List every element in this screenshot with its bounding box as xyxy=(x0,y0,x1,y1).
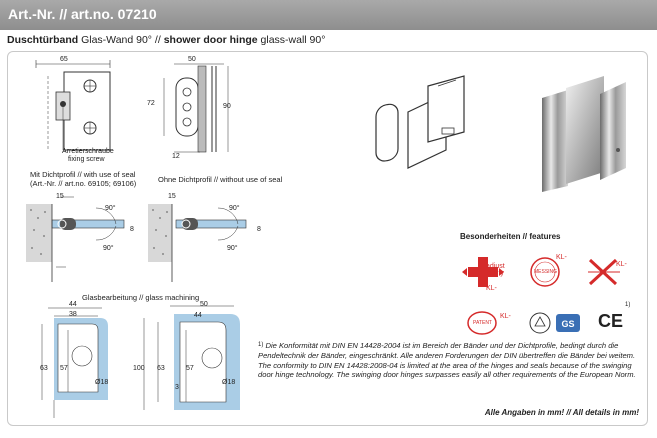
ce-footnote-marker: 1) xyxy=(625,302,631,308)
article-number-title: Art.-Nr. // art.no. 07210 xyxy=(8,6,157,22)
subtitle-bold-en: shower door hinge xyxy=(163,34,258,46)
note-english: The conformity to DIN EN 14428:2008-04 i… xyxy=(258,360,636,380)
without-seal-label: Ohne Dichtprofil // without use of seal xyxy=(158,175,283,184)
dim-44-b: 44 xyxy=(194,312,202,319)
ce-mark: CE xyxy=(598,311,624,331)
dim-18-a: Ø18 xyxy=(95,379,109,386)
dim-100: 100 xyxy=(133,365,145,372)
dim-57-b: 57 xyxy=(186,365,194,372)
product-subtitle: Duschtürband Glas-Wand 90° // shower doo… xyxy=(7,34,325,46)
hinge-isometric-drawing xyxy=(375,75,465,169)
dim-72: 72 xyxy=(147,100,155,107)
adjust-text: adjust ability xyxy=(486,263,505,277)
kl-label-a: KL- xyxy=(486,285,497,292)
dim-90deg-b: 90° xyxy=(103,245,114,252)
screw-label-de: Arretierschraube xyxy=(62,148,114,155)
subtitle-text-de: Glas-Wand 90° // xyxy=(78,34,164,46)
dim-57-a: 57 xyxy=(60,365,68,372)
with-seal-art: (Art.-Nr. // art.no. 69105; 69106) xyxy=(30,179,137,188)
features-title: Besonderheiten // features xyxy=(460,232,561,241)
dim-18-b: Ø18 xyxy=(222,379,236,386)
dim-8-b: 8 xyxy=(257,226,261,233)
dim-12: 12 xyxy=(172,153,180,160)
hinge-side-view-drawing xyxy=(163,63,229,153)
with-seal-drawing xyxy=(26,196,125,282)
kl-label-d: KL- xyxy=(500,313,511,320)
hinge-front-view-drawing xyxy=(35,60,111,151)
without-seal-drawing xyxy=(148,204,247,282)
adjustability-icon xyxy=(462,257,504,287)
messing-label: MESSING xyxy=(534,269,558,275)
hinge-product-photo xyxy=(542,76,626,192)
glass-machining-label: Glasbearbeitung // glass machining xyxy=(82,293,200,302)
subtitle-text-en: glass-wall 90° xyxy=(257,34,326,46)
dim-15-a: 15 xyxy=(56,193,64,200)
dim-50: 50 xyxy=(188,56,196,63)
patent-icon xyxy=(467,311,497,335)
svg-text:GS: GS xyxy=(561,319,574,329)
content-frame xyxy=(7,51,648,426)
note-german: Die Konformität mit DIN EN 14428-2004 is… xyxy=(258,341,636,360)
dim-90: 90 xyxy=(223,103,231,110)
dim-15-b: 15 xyxy=(168,193,176,200)
kl-label-c: KL- xyxy=(616,261,627,268)
note-marker: 1) xyxy=(258,342,264,348)
glass-machining-drawing-a xyxy=(41,307,108,418)
tools-icon xyxy=(588,258,620,286)
dim-44-a: 44 xyxy=(69,301,77,308)
dim-63-b: 63 xyxy=(157,365,165,372)
dim-38: 38 xyxy=(69,311,77,318)
all-details-mm: Alle Angaben in mm! // All details in mm… xyxy=(484,408,639,417)
screw-label-en: fixing screw xyxy=(68,156,105,163)
glass-machining-drawing-b xyxy=(143,305,240,410)
dim-90deg-a: 90° xyxy=(105,205,116,212)
subtitle-bold-de: Duschtürband xyxy=(7,34,79,46)
header-bar: Art.-Nr. // art.no. 07210 xyxy=(0,0,657,30)
dim-3: 3 xyxy=(175,384,179,391)
dim-50-b: 50 xyxy=(200,301,208,308)
conformity-note: 1) Die Konformität mit DIN EN 14428-2004… xyxy=(258,341,638,380)
patent-label: PATENT xyxy=(473,320,492,326)
certification-icons: GS xyxy=(529,312,580,334)
dim-8-a: 8 xyxy=(130,226,134,233)
dim-90deg-c: 90° xyxy=(229,205,240,212)
brass-icon xyxy=(530,257,560,287)
with-seal-label: Mit Dichtprofil // with use of seal xyxy=(30,170,136,179)
dim-63-a: 63 xyxy=(40,365,48,372)
kl-label-b: KL- xyxy=(556,254,567,261)
dim-90deg-d: 90° xyxy=(227,245,238,252)
dim-65: 65 xyxy=(60,56,68,63)
